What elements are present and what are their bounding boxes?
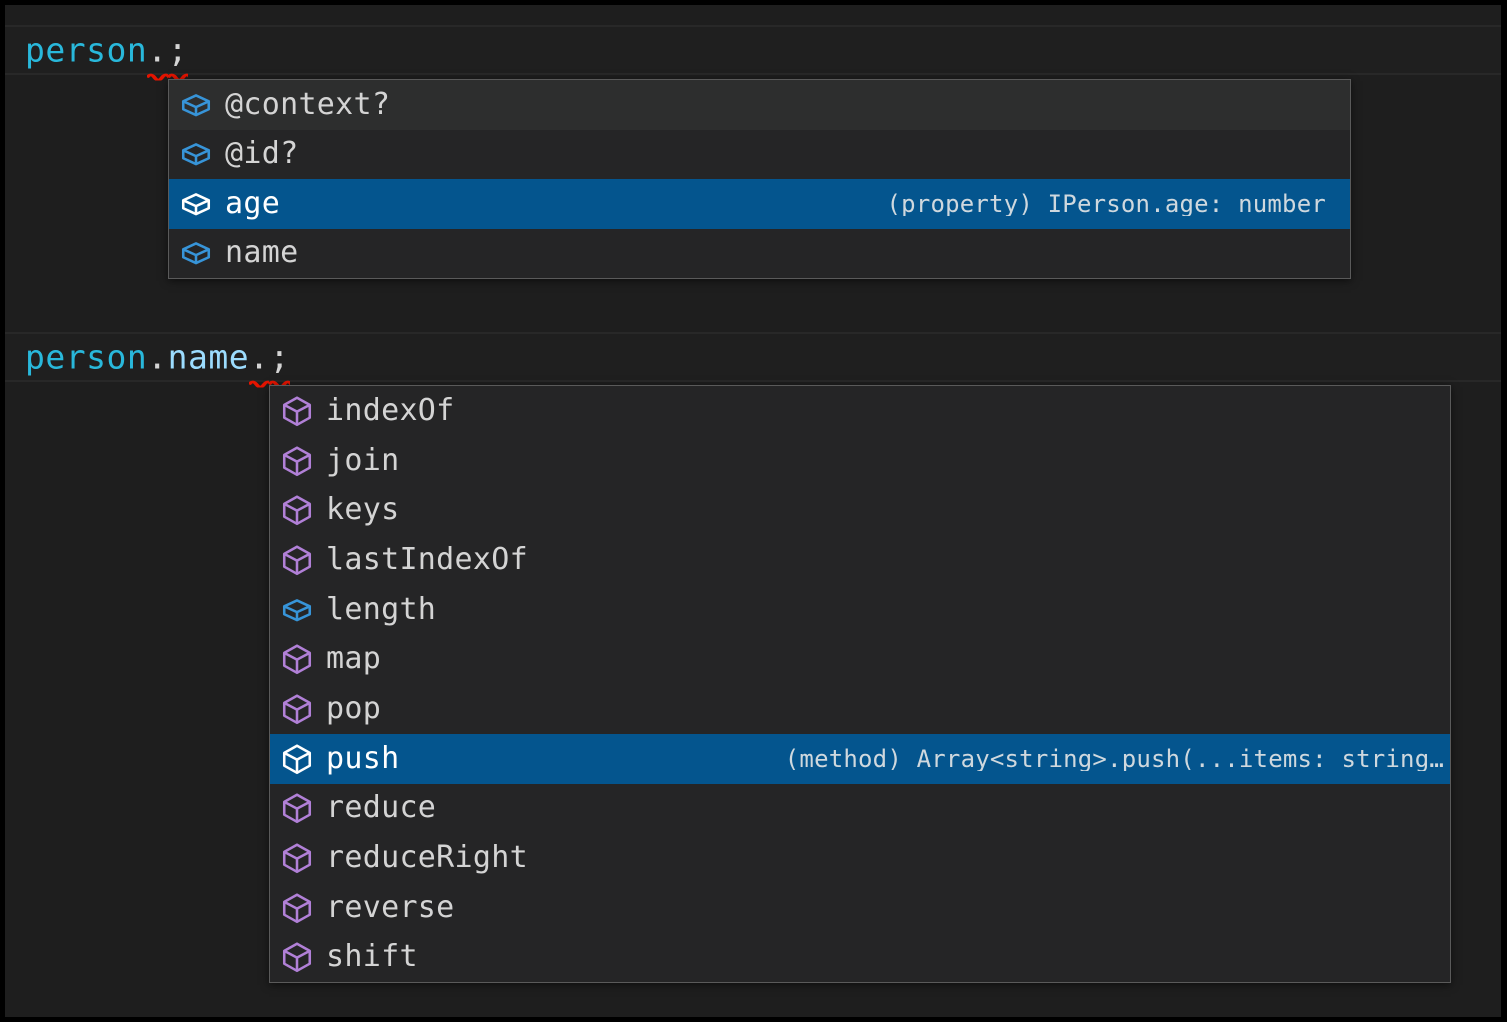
- code-token-variable: person: [25, 30, 148, 70]
- suggest-item-reverse[interactable]: reverse: [270, 883, 1450, 933]
- suggest-item-label: @context?: [225, 86, 391, 122]
- error-squiggle-icon: [147, 72, 168, 81]
- method-cube-icon: [282, 744, 312, 774]
- property-box-icon: [181, 93, 211, 117]
- code-token-variable: person: [25, 337, 148, 377]
- suggest-item-label: push: [326, 740, 400, 776]
- code-text-person: person.;: [25, 30, 188, 81]
- suggest-item-label: shift: [326, 939, 418, 975]
- property-box-icon: [282, 598, 312, 621]
- suggest-item-label: length: [326, 591, 437, 627]
- method-cube-icon: [282, 445, 312, 476]
- method-cube-icon: [282, 694, 312, 725]
- method-cube-icon: [282, 793, 312, 824]
- suggest-item-indexof[interactable]: indexOf: [270, 386, 1450, 436]
- suggest-item-detail: (property) IPerson.age: number: [886, 191, 1326, 216]
- suggest-item-shift[interactable]: shift: [270, 933, 1450, 982]
- suggest-item-label: lastIndexOf: [326, 541, 528, 577]
- suggest-item-map[interactable]: map: [270, 634, 1450, 684]
- suggest-item-label: reduceRight: [326, 840, 528, 876]
- method-cube-icon: [282, 495, 312, 526]
- method-cube-icon: [282, 843, 312, 874]
- suggest-item-id[interactable]: @id?: [169, 130, 1350, 180]
- property-box-icon: [181, 242, 211, 265]
- suggest-item-context[interactable]: @context?: [169, 80, 1350, 130]
- suggest-item-pop[interactable]: pop: [270, 684, 1450, 734]
- code-token-punctuation: ;: [269, 338, 290, 388]
- property-box-icon: [181, 192, 211, 216]
- suggest-item-detail: (method) Array<string>.push(...items: st…: [784, 746, 1444, 771]
- suggest-item-lastindexof[interactable]: lastIndexOf: [270, 535, 1450, 585]
- suggest-item-label: reverse: [326, 889, 455, 925]
- suggest-item-keys[interactable]: keys: [270, 485, 1450, 535]
- suggest-item-reduceright[interactable]: reduceRight: [270, 833, 1450, 883]
- suggest-item-push[interactable]: push (method) Array<string>.push(...items…: [270, 733, 1450, 784]
- suggest-item-label: age: [225, 185, 281, 221]
- suggest-item-label: @id?: [225, 136, 299, 172]
- suggest-item-label: keys: [326, 492, 400, 528]
- code-token-punctuation: .: [147, 337, 168, 377]
- suggest-widget-name[interactable]: indexOf join keys lastIndexOf length map pop pu…: [269, 385, 1451, 983]
- method-cube-icon: [282, 396, 312, 426]
- suggest-item-label: map: [326, 641, 382, 677]
- method-cube-icon: [282, 893, 312, 923]
- editor-line-person[interactable]: person.;: [5, 25, 1501, 81]
- suggest-item-label: pop: [326, 690, 382, 726]
- suggest-item-label: name: [225, 235, 299, 271]
- code-token-punctuation: ;: [167, 31, 188, 81]
- suggest-widget-person[interactable]: @context? @id? age (property) IPerson.age: …: [168, 79, 1351, 279]
- suggest-item-label: join: [326, 442, 400, 478]
- suggest-item-label: indexOf: [326, 392, 455, 428]
- suggest-item-age[interactable]: age (property) IPerson.age: number: [169, 179, 1350, 229]
- editor-line-person-name[interactable]: person.name.;: [5, 332, 1501, 388]
- suggest-item-length[interactable]: length: [270, 585, 1450, 635]
- code-token-punctuation: .: [249, 338, 270, 388]
- suggest-item-name[interactable]: name: [169, 229, 1350, 279]
- suggest-item-join[interactable]: join: [270, 436, 1450, 486]
- suggest-item-label: reduce: [326, 790, 437, 826]
- suggest-item-reduce[interactable]: reduce: [270, 784, 1450, 834]
- error-squiggle-icon: [249, 379, 270, 388]
- method-cube-icon: [282, 942, 312, 973]
- code-token-punctuation: .: [147, 31, 168, 81]
- method-cube-icon: [282, 545, 312, 575]
- code-token-property: name: [167, 337, 250, 377]
- property-box-icon: [181, 143, 211, 166]
- method-cube-icon: [282, 644, 312, 675]
- code-editor[interactable]: person.; person.name.; @context?@id?age(…: [5, 5, 1501, 1017]
- code-text-person-name: person.name.;: [25, 337, 290, 388]
